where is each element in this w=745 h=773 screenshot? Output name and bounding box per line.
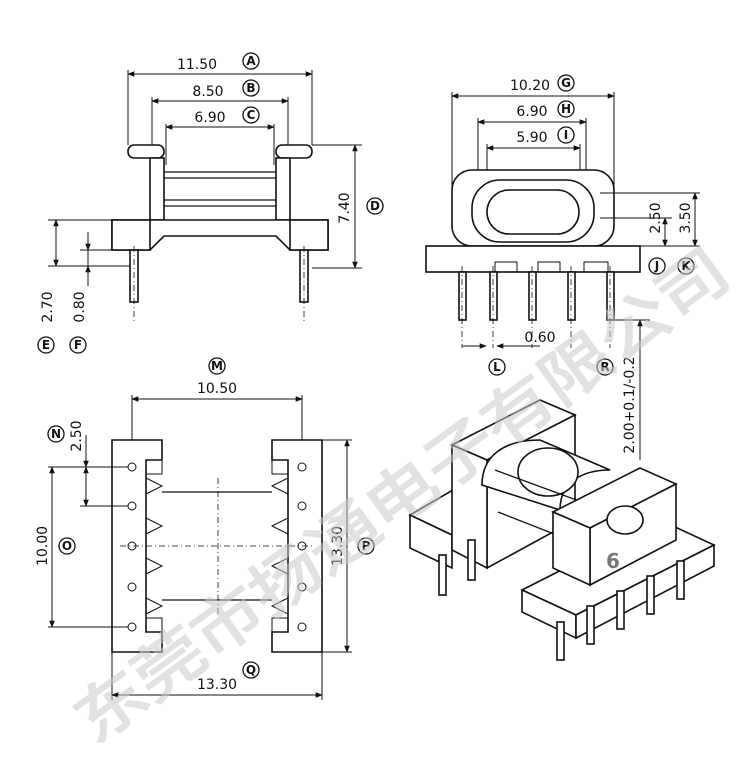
dim-O-value: 10.00	[35, 526, 51, 566]
svg-text:Q: Q	[246, 663, 256, 677]
svg-text:O: O	[62, 539, 72, 553]
marker-M: M	[208, 357, 226, 375]
svg-text:D: D	[370, 199, 380, 213]
marker-R: R	[596, 358, 614, 376]
dim-B-value: 8.50	[192, 84, 223, 100]
marker-H: H	[557, 100, 575, 118]
dim-A-value: 11.50	[177, 57, 217, 73]
svg-text:R: R	[600, 360, 609, 374]
dim-H-value: 6.90	[516, 104, 547, 120]
side-pins	[458, 261, 615, 321]
dim-K-value: 3.50	[678, 202, 694, 233]
side-view	[425, 92, 700, 460]
marker-I: I	[557, 126, 575, 144]
svg-text:K: K	[681, 259, 691, 273]
front-view	[48, 70, 362, 322]
svg-text:N: N	[51, 427, 61, 441]
svg-text:I: I	[564, 128, 568, 142]
marker-J: J	[648, 257, 666, 275]
svg-text:A: A	[246, 54, 256, 68]
dim-J-value: 2.50	[648, 202, 664, 233]
marker-A: A	[242, 52, 260, 70]
marker-Q: Q	[242, 661, 260, 679]
svg-text:J: J	[654, 259, 659, 273]
isometric-view	[408, 399, 716, 661]
iso-pins	[438, 539, 685, 661]
marker-G: G	[557, 74, 575, 92]
dim-I-value: 5.90	[516, 130, 547, 146]
marker-P: P	[357, 537, 375, 555]
marker-L: L	[488, 358, 506, 376]
svg-text:B: B	[246, 81, 255, 95]
svg-text:G: G	[561, 76, 571, 90]
dim-N-value: 2.50	[69, 420, 85, 451]
page-number: 6	[606, 549, 620, 573]
bottom-view	[48, 395, 352, 700]
svg-text:M: M	[211, 359, 223, 373]
dim-F-value: 0.80	[72, 291, 88, 322]
dim-Q-value: 13.30	[197, 677, 237, 693]
marker-E: E	[37, 336, 55, 354]
marker-B: B	[242, 79, 260, 97]
svg-text:P: P	[362, 539, 371, 553]
marker-F: F	[69, 336, 87, 354]
svg-text:F: F	[74, 338, 82, 352]
marker-D: D	[366, 197, 384, 215]
dim-D-value: 7.40	[337, 192, 353, 223]
dim-R-value: 2.00+0.1/-0.2	[622, 356, 638, 453]
dim-P-value: 13.30	[330, 526, 346, 566]
svg-text:H: H	[561, 102, 571, 116]
dim-C-value: 6.90	[194, 110, 225, 126]
svg-text:C: C	[247, 108, 256, 122]
marker-K: K	[677, 257, 695, 275]
dimension-values: 11.50 8.50 6.90 7.40 2.70 0.80 10.20 6.9…	[35, 57, 694, 693]
marker-N: N	[47, 425, 65, 443]
dim-G-value: 10.20	[510, 78, 550, 94]
svg-text:L: L	[493, 360, 501, 374]
svg-text:E: E	[42, 338, 50, 352]
marker-O: O	[58, 537, 76, 555]
dim-M-value: 10.50	[197, 381, 237, 397]
dim-L-value: 0.60	[524, 330, 555, 346]
marker-C: C	[242, 106, 260, 124]
dim-E-value: 2.70	[40, 291, 56, 322]
